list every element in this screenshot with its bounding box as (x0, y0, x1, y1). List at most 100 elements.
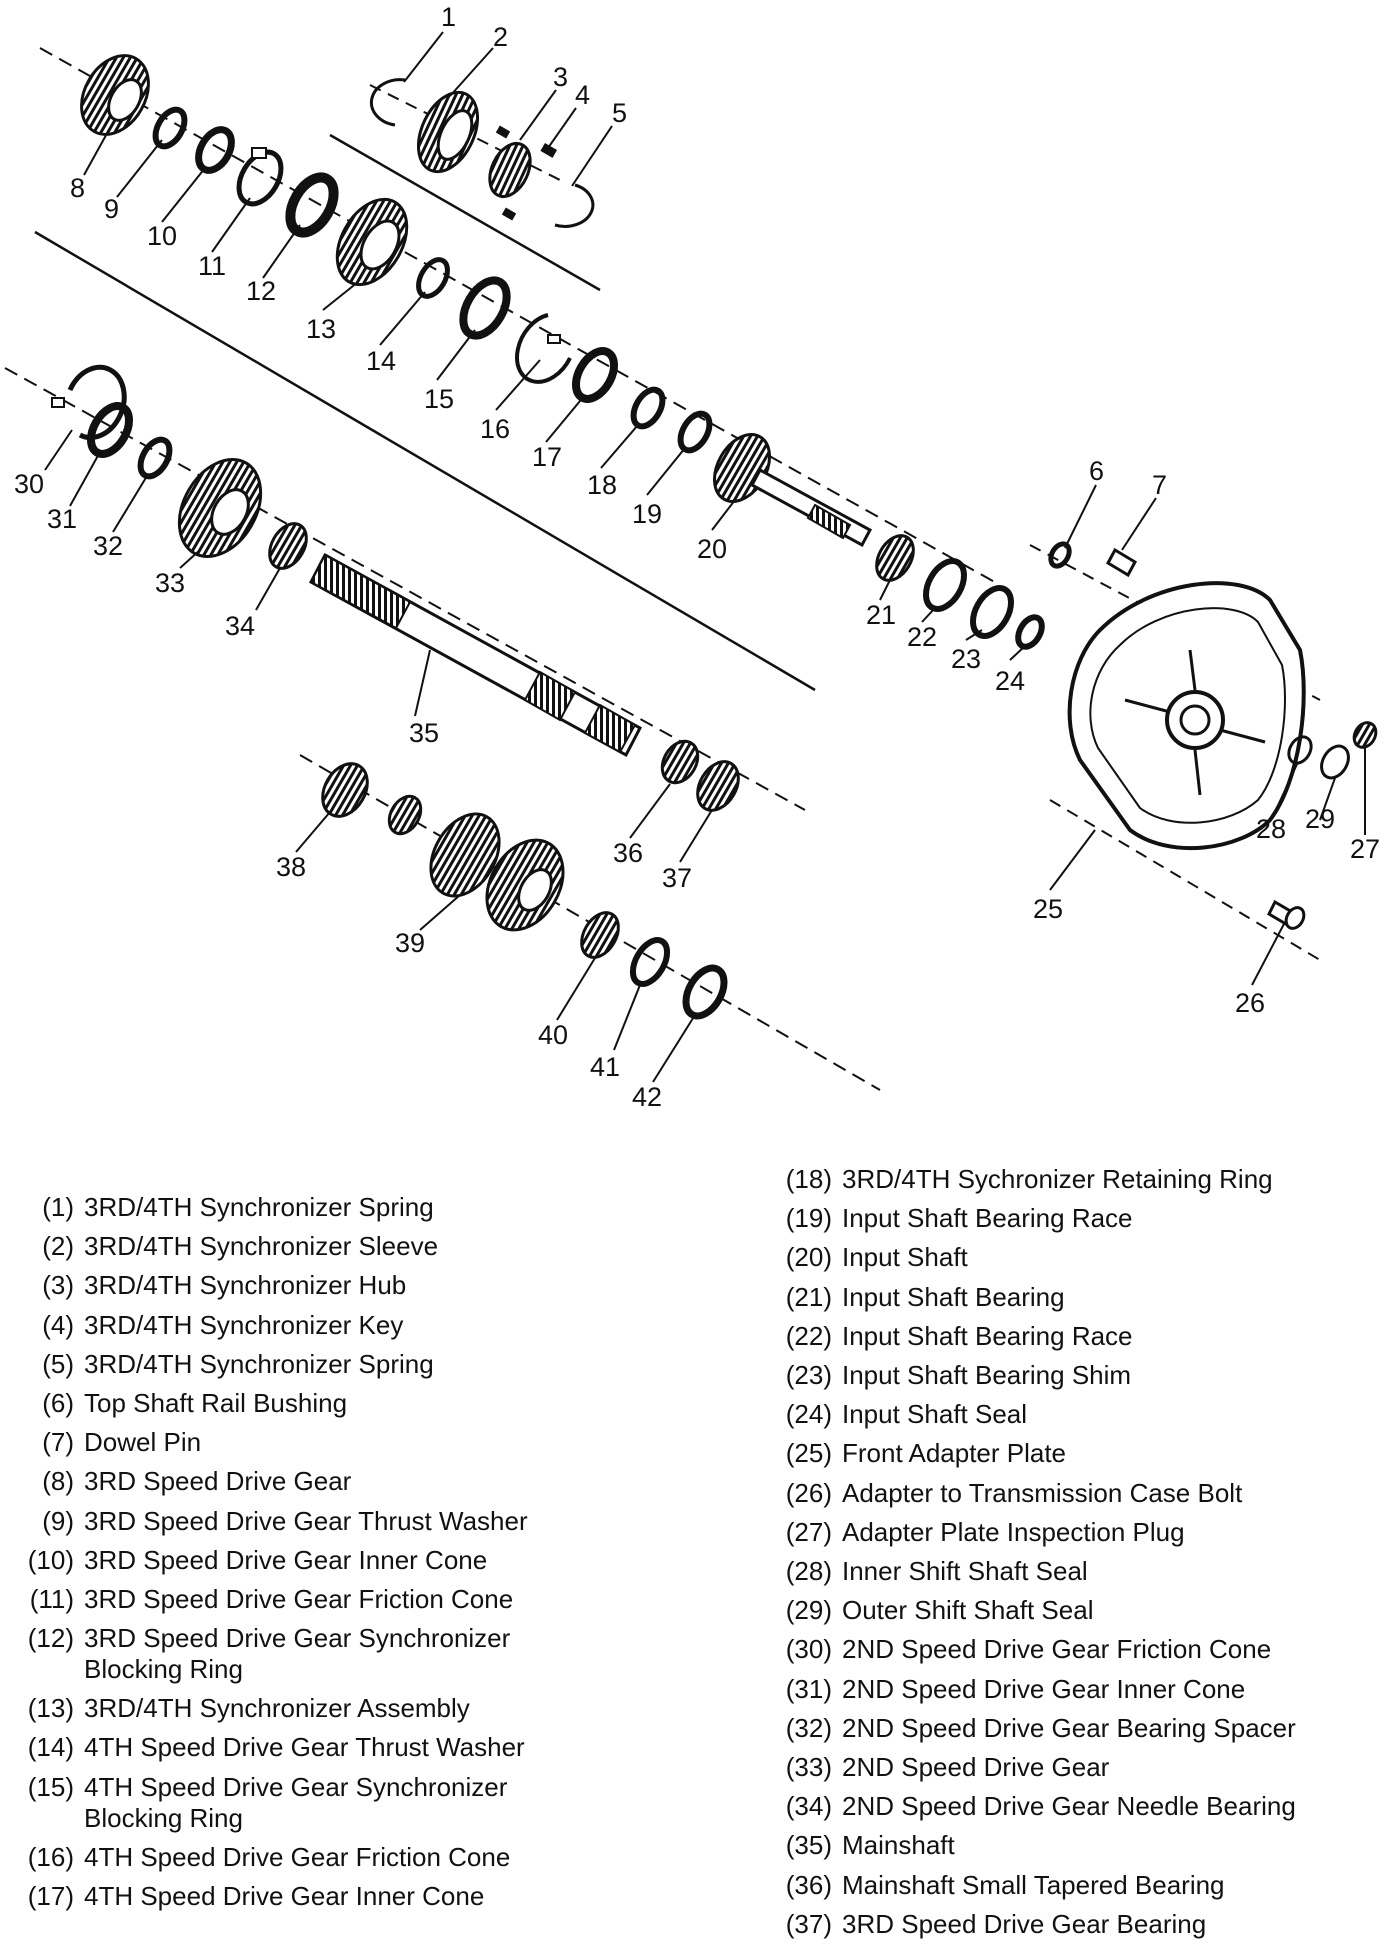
legend-item-35: (35)Mainshaft (785, 1830, 955, 1861)
legend-item-19: (19)Input Shaft Bearing Race (785, 1203, 1133, 1234)
synchronizer-key-4 (540, 143, 558, 158)
bearing-race-22 (923, 558, 967, 612)
legend-item-12: (12)3RD Speed Drive Gear Synchronizer Bl… (27, 1623, 511, 1685)
legend-item-7: (7)Dowel Pin (42, 1427, 202, 1458)
legend-item-5: (5)3RD/4TH Synchronizer Spring (42, 1348, 434, 1379)
callout-29: 29 (1305, 804, 1335, 834)
race-41 (629, 937, 671, 987)
inner-cone-10 (195, 126, 235, 174)
inner-cone-31 (87, 402, 133, 458)
callout-33: 33 (155, 568, 185, 598)
friction-cone-11 (236, 147, 284, 207)
callout-32: 32 (93, 531, 123, 561)
legend-item-27: (27)Adapter Plate Inspection Plug (785, 1516, 1185, 1547)
synchronizer-assembly-13 (335, 197, 409, 287)
needle-bearing-34 (268, 522, 308, 570)
callout-19: 19 (632, 499, 662, 529)
blocking-ring-12 (285, 172, 339, 238)
legend-item-26: (26)Adapter to Transmission Case Bolt (785, 1477, 1243, 1508)
exploded-view-diagram: 1 2 3 4 5 6 7 8 9 10 11 12 13 14 15 16 1… (4, 2, 1380, 1112)
legend-item-29: (29)Outer Shift Shaft Seal (785, 1595, 1094, 1626)
legend-left: (1)3RD/4TH Synchronizer Spring (2)3RD/4T… (10, 1188, 710, 1916)
callout-27: 27 (1350, 834, 1380, 864)
callout-4: 4 (575, 80, 590, 110)
callout-31: 31 (47, 504, 77, 534)
callout-12: 12 (246, 276, 276, 306)
legend-item-22: (22)Input Shaft Bearing Race (785, 1320, 1133, 1351)
callout-3: 3 (553, 62, 568, 92)
bearing-shim-23 (970, 585, 1014, 639)
inner-cone-17 (572, 347, 618, 403)
legend-item-3: (3)3RD/4TH Synchronizer Hub (42, 1270, 407, 1301)
legend-item-30: (30)2ND Speed Drive Gear Friction Cone (785, 1634, 1272, 1665)
callout-numbers: 1 2 3 4 5 6 7 8 9 10 11 12 13 14 15 16 1… (14, 2, 1380, 1112)
callout-35: 35 (409, 718, 439, 748)
callout-28: 28 (1256, 814, 1286, 844)
synchronizer-spring-1 (369, 78, 406, 127)
gear-33 (177, 458, 263, 558)
callout-10: 10 (147, 221, 177, 251)
bearing-38 (321, 762, 369, 818)
legend-item-18: (18)3RD/4TH Sychronizer Retaining Ring (785, 1164, 1273, 1194)
callout-11: 11 (198, 251, 226, 281)
case-bolt-26 (1267, 899, 1306, 930)
legend-item-31: (31)2ND Speed Drive Gear Inner Cone (785, 1673, 1246, 1704)
legend-item-32: (32)2ND Speed Drive Gear Bearing Spacer (785, 1712, 1296, 1743)
outer-shift-seal-29 (1320, 744, 1350, 780)
legend-item-11: (11)3RD Speed Drive Gear Friction Cone (29, 1584, 514, 1615)
callout-42: 42 (632, 1082, 662, 1112)
legend-item-34: (34)2ND Speed Drive Gear Needle Bearing (785, 1791, 1296, 1822)
callout-14: 14 (366, 346, 396, 376)
front-adapter-plate-25 (1067, 581, 1306, 851)
legend-item-1: (1)3RD/4TH Synchronizer Spring (42, 1192, 434, 1222)
mainshaft-35 (308, 552, 643, 758)
callout-7: 7 (1152, 470, 1167, 500)
race-42 (682, 964, 728, 1020)
countershaft-39 (387, 794, 565, 932)
blocking-ring-15 (459, 276, 511, 340)
legend-item-17: (17)4TH Speed Drive Gear Inner Cone (27, 1880, 485, 1911)
legend-item-10: (10)3RD Speed Drive Gear Inner Cone (27, 1544, 488, 1575)
callout-15: 15 (424, 384, 454, 414)
callout-40: 40 (538, 1020, 568, 1050)
callout-13: 13 (306, 314, 336, 344)
legend-item-28: (28)Inner Shift Shaft Seal (785, 1556, 1088, 1587)
callout-8: 8 (70, 173, 85, 203)
legend-item-15: (15)4TH Speed Drive Gear Synchronizer Bl… (27, 1771, 508, 1833)
callout-23: 23 (951, 644, 981, 674)
dowel-pin-7 (1106, 547, 1137, 578)
callout-41: 41 (590, 1052, 620, 1082)
legend-item-13: (13)3RD/4TH Synchronizer Assembly (27, 1693, 470, 1724)
callout-39: 39 (395, 928, 425, 958)
legend-item-21: (21)Input Shaft Bearing (785, 1281, 1065, 1312)
callout-36: 36 (613, 838, 643, 868)
callout-20: 20 (697, 534, 727, 564)
legend-item-20: (20)Input Shaft (785, 1242, 968, 1273)
input-shaft-bearing-21 (875, 534, 915, 582)
input-shaft-20 (713, 433, 873, 548)
legend-item-25: (25)Front Adapter Plate (785, 1438, 1067, 1469)
synchronizer-spring-5 (554, 183, 595, 228)
callout-22: 22 (907, 622, 937, 652)
callout-6: 6 (1089, 456, 1104, 486)
callout-25: 25 (1033, 894, 1063, 924)
inspection-plug-27 (1352, 721, 1378, 749)
legend-item-24: (24)Input Shaft Seal (785, 1399, 1028, 1430)
legend-item-16: (16)4TH Speed Drive Gear Friction Cone (27, 1841, 511, 1872)
synchronizer-sleeve-2 (416, 90, 480, 174)
friction-cone-30 (51, 364, 127, 441)
bearing-spacer-32 (137, 436, 173, 480)
bearing-40 (580, 911, 620, 959)
callout-16: 16 (480, 414, 510, 444)
retaining-ring-18 (630, 386, 666, 430)
legend-item-2: (2)3RD/4TH Synchronizer Sleeve (42, 1231, 439, 1262)
bearing-race-19 (677, 410, 713, 454)
callout-26: 26 (1235, 988, 1265, 1018)
gear-8 (80, 54, 150, 136)
callout-1: 1 (441, 2, 456, 32)
leader-lines (44, 31, 1366, 1083)
input-shaft-seal-24 (1015, 614, 1045, 650)
callout-17: 17 (532, 442, 562, 472)
callout-2: 2 (493, 22, 508, 52)
synchronizer-hub-3 (488, 125, 532, 221)
